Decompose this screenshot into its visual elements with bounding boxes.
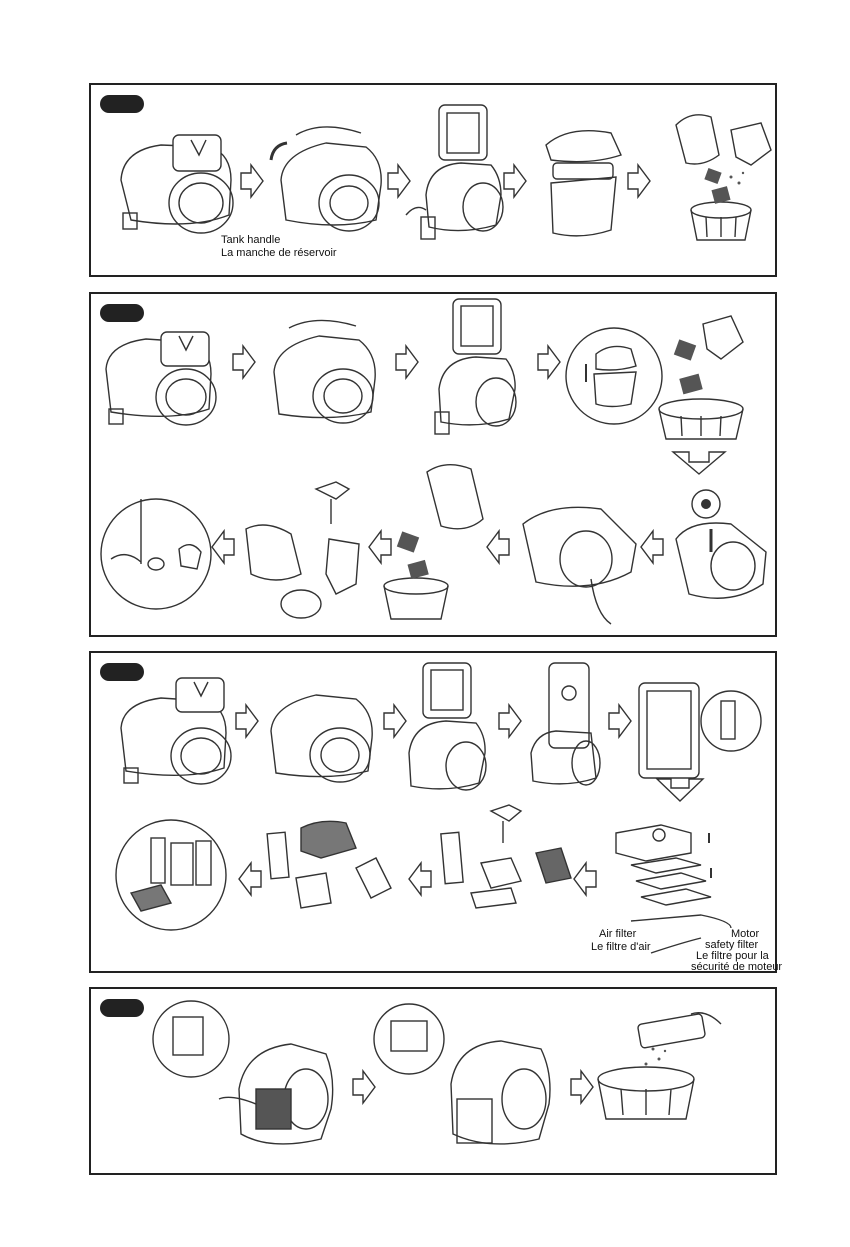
zoom-circle-icon [116,820,226,930]
trash-bin-icon [659,316,743,439]
vacuum-icon [435,299,516,434]
step-arrow-icon [241,165,263,197]
step-arrow-icon [504,165,526,197]
vacuum-icon [106,332,216,425]
cyclone-unit-icon [523,507,636,624]
vacuum-icon [406,105,503,239]
filter-cartridge-icon [639,683,761,778]
panel-1-illustrations [91,85,775,275]
step-arrow-icon [409,863,431,895]
panel-1: Tank handle La manche de réservoir [89,83,777,277]
vacuum-icon [531,663,600,785]
panel-3: Air filter Le filtre d'air Motor safety … [89,651,777,973]
panel-4-illustrations [91,989,775,1173]
step-arrow-icon [369,531,391,563]
step-arrow-icon [212,531,234,563]
dust-tank-icon [546,131,621,236]
step-arrow-icon [487,531,509,563]
step-arrow-icon [384,705,406,737]
step-arrow-icon [641,531,663,563]
step-arrow-icon [388,165,410,197]
step-arrow-icon [609,705,631,737]
air-filter-label-en: Air filter [599,928,636,941]
faucet-icon [441,805,571,908]
dust-clump-icon [397,531,419,552]
trash-bin-icon [676,115,771,240]
zoom-circle-icon [101,499,211,609]
vacuum-icon [271,695,372,782]
dust-clump-icon [679,374,702,395]
step-arrow-icon [236,705,258,737]
step-arrow-icon [499,705,521,737]
panel-4 [89,987,777,1175]
dust-clump-icon [704,168,721,184]
step-arrow-down-icon [657,779,703,801]
vacuum-icon [153,1001,333,1144]
step-arrow-icon [353,1071,375,1103]
filter-clean-icon [267,821,391,908]
step-arrow-icon [628,165,650,197]
vacuum-icon [409,663,486,790]
dust-clump-icon [407,560,428,579]
tank-handle-label-fr: La manche de réservoir [221,247,337,260]
tank-handle-label-en: Tank handle [221,234,280,247]
step-arrow-icon [233,346,255,378]
panel-2 [89,292,777,637]
cyclone-unit-icon [676,523,766,598]
step-arrow-icon [396,346,418,378]
vacuum-icon [274,320,375,423]
vacuum-icon [271,127,381,231]
step-arrow-icon [239,863,261,895]
vacuum-icon [374,1004,550,1144]
dust-clump-icon [711,186,730,204]
air-filter-label-fr: Le filtre d'air [591,941,651,954]
motor-filter-label-fr-2: sécurité de moteur [691,961,782,974]
panel-3-illustrations [91,653,775,971]
step-arrow-icon [574,863,596,895]
step-arrow-down-icon [673,452,725,474]
dust-clump-icon [674,339,696,360]
step-arrow-icon [571,1071,593,1103]
faucet-icon [246,482,359,618]
step-arrow-icon [538,346,560,378]
panel-2-illustrations [91,294,775,635]
vacuum-icon [121,678,231,784]
vacuum-icon [121,135,233,233]
zoom-circle-icon [566,328,662,424]
trash-bin-icon [598,1013,721,1119]
